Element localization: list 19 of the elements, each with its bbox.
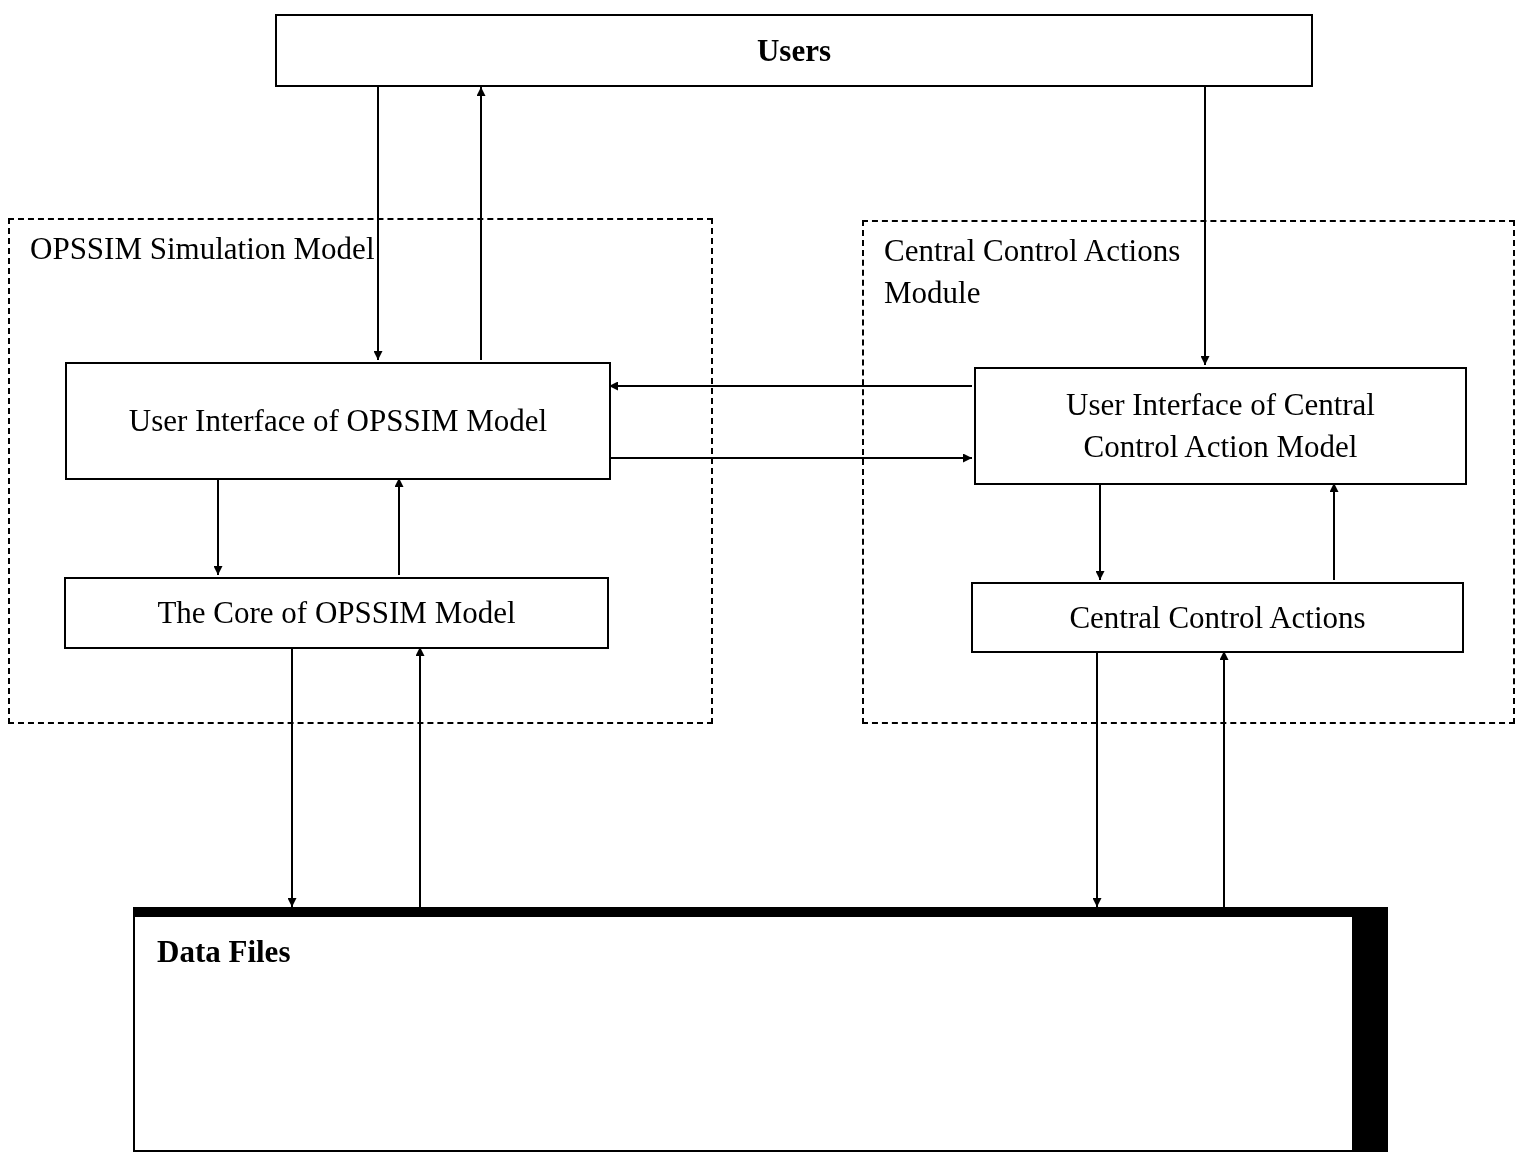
process-box — [275, 14, 1313, 87]
data-store — [133, 907, 1388, 1152]
arrow — [476, 86, 486, 361]
arrow — [1200, 86, 1210, 366]
process-box — [971, 582, 1464, 653]
process-box — [64, 577, 609, 649]
box-label: Data Files — [157, 933, 292, 971]
group-title: Central Control Actions Module — [884, 232, 1182, 312]
box-label: User Interface of OPSSIM Model — [128, 402, 548, 440]
box-label: Users — [756, 31, 831, 70]
module-group — [862, 220, 1515, 724]
arrow — [373, 86, 383, 361]
box-label: The Core of OPSSIM Model — [157, 594, 516, 632]
box-label: User Interface of Central Control Action Model — [1065, 386, 1376, 466]
group-title: OPSSIM Simulation Model — [30, 230, 376, 268]
box-label: Central Control Actions — [1069, 598, 1366, 637]
process-box — [65, 362, 611, 480]
module-group — [8, 218, 713, 724]
process-box — [974, 367, 1467, 485]
